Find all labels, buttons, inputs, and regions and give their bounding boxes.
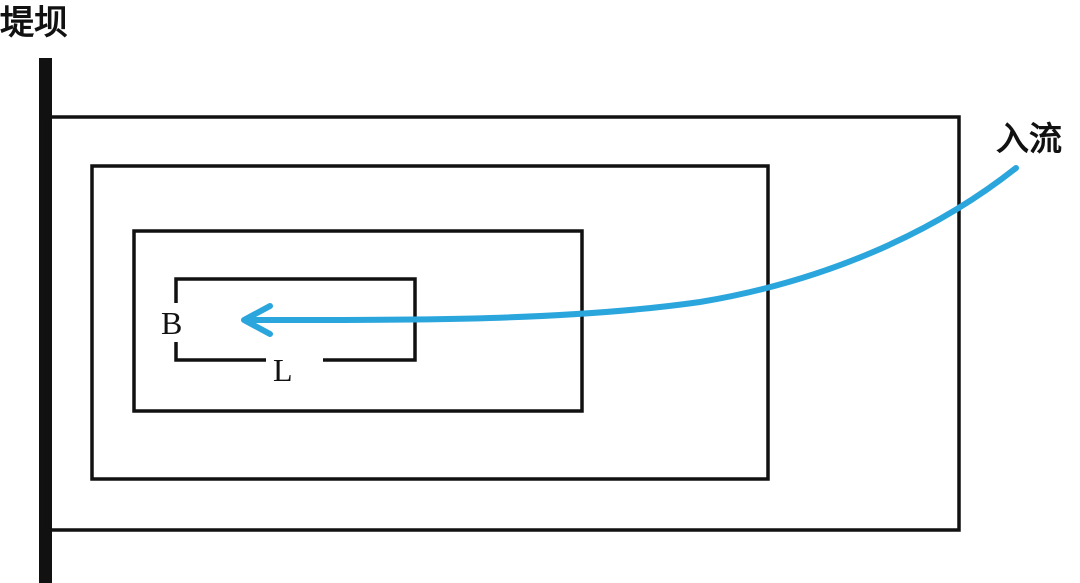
inflow-arrow-line: [247, 165, 1019, 324]
inflow-label: 入流: [996, 119, 1062, 158]
zone-second: [90, 164, 770, 481]
zone-inner: [174, 277, 417, 362]
length-label: L: [273, 352, 293, 388]
dam-label: 堤坝: [0, 3, 68, 43]
inflow-arrow-head: [241, 303, 273, 337]
zone-outer: [45, 115, 961, 532]
zone-third: [132, 229, 584, 413]
width-label: B: [161, 305, 182, 341]
